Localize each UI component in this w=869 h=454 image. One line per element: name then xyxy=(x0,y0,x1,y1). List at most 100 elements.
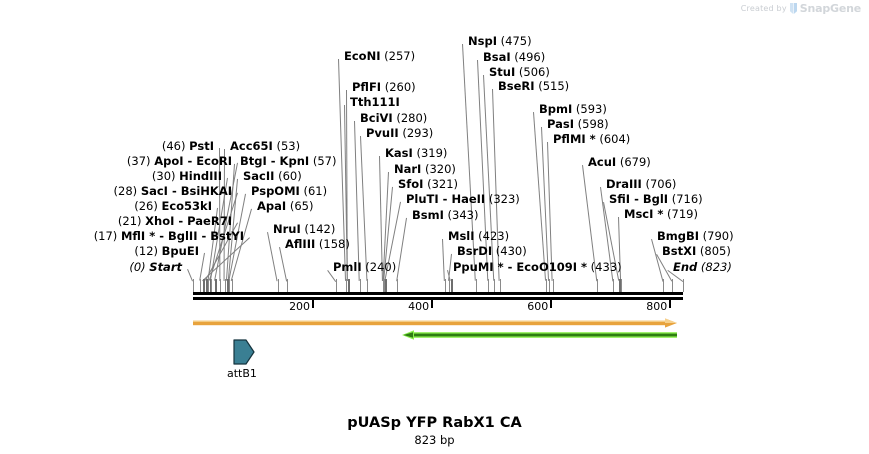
restriction-site-tick[interactable] xyxy=(278,279,279,292)
enzyme-label[interactable]: (0) Start xyxy=(0,261,182,273)
restriction-site-tick[interactable] xyxy=(445,279,446,292)
restriction-site-tick[interactable] xyxy=(672,279,673,292)
enzyme-label[interactable]: PluTI - HaeII (323) xyxy=(406,193,520,205)
enzyme-label[interactable]: BstXI (805) xyxy=(662,245,731,257)
enzyme-label[interactable]: End (823) xyxy=(673,261,732,273)
enzyme-name: PvuII xyxy=(366,126,399,140)
enzyme-label[interactable]: NruI (142) xyxy=(273,223,335,235)
restriction-site-tick[interactable] xyxy=(597,279,598,292)
enzyme-name: SfiI - BglI xyxy=(609,192,669,206)
restriction-site-tick[interactable] xyxy=(193,279,194,292)
enzyme-label[interactable]: (37) ApoI - EcoRI xyxy=(0,155,232,167)
enzyme-position: (496) xyxy=(510,50,546,64)
enzyme-label[interactable]: (30) HindIII xyxy=(0,170,222,182)
enzyme-label[interactable]: StuI (506) xyxy=(489,66,550,78)
enzyme-label[interactable]: PflFI (260) xyxy=(352,81,416,93)
enzyme-position: (321) xyxy=(423,177,459,191)
enzyme-label[interactable]: SfoI (321) xyxy=(398,178,458,190)
enzyme-label[interactable]: (21) XhoI - PaeR7I xyxy=(0,215,232,227)
enzyme-label[interactable]: DraIII (706) xyxy=(606,178,676,190)
restriction-site-tick[interactable] xyxy=(215,279,217,292)
enzyme-label[interactable]: NarI (320) xyxy=(394,163,456,175)
restriction-site-tick[interactable] xyxy=(449,279,450,292)
restriction-site-tick[interactable] xyxy=(451,279,453,292)
enzyme-label[interactable]: BsaI (496) xyxy=(483,51,545,63)
enzyme-label[interactable]: (46) PstI xyxy=(0,140,214,152)
enzyme-label[interactable]: (17) MflI * - BglII - BstYI xyxy=(0,230,244,242)
enzyme-label[interactable]: AflIII (158) xyxy=(285,238,350,250)
restriction-site-tick[interactable] xyxy=(229,279,230,292)
restriction-site-tick[interactable] xyxy=(385,279,387,292)
enzyme-label[interactable]: PflMI * (604) xyxy=(553,133,630,145)
restriction-site-tick[interactable] xyxy=(683,279,684,292)
enzyme-label[interactable]: ApaI (65) xyxy=(257,200,313,212)
enzyme-label[interactable]: BsrDI (430) xyxy=(457,245,527,257)
restriction-site-tick[interactable] xyxy=(203,279,205,292)
restriction-site-tick[interactable] xyxy=(619,279,621,292)
restriction-site-tick[interactable] xyxy=(500,279,501,292)
restriction-site-tick[interactable] xyxy=(287,279,288,292)
restriction-site-tick[interactable] xyxy=(494,279,495,292)
enzyme-label[interactable]: NspI (475) xyxy=(468,35,532,47)
ruler-label: 800 xyxy=(646,300,668,313)
enzyme-label[interactable]: PmlI (240) xyxy=(333,261,396,273)
restriction-site-tick[interactable] xyxy=(336,279,337,292)
leader-line xyxy=(267,232,278,282)
enzyme-name: Tth111I xyxy=(350,95,400,109)
restriction-site-tick[interactable] xyxy=(200,279,201,292)
enzyme-name: PpuMI * - EcoO109I * xyxy=(453,260,588,274)
restriction-site-tick[interactable] xyxy=(549,279,550,292)
restriction-site-tick[interactable] xyxy=(553,279,554,292)
enzyme-label[interactable]: Acc65I (53) xyxy=(230,140,300,152)
restriction-site-tick[interactable] xyxy=(367,279,368,292)
enzyme-label[interactable]: (26) Eco53kI xyxy=(0,200,212,212)
feature-green-arrow[interactable] xyxy=(402,325,677,340)
leader-line xyxy=(442,239,445,282)
enzyme-position: (17) xyxy=(93,229,121,243)
enzyme-label[interactable]: PvuII (293) xyxy=(366,127,433,139)
restriction-site-tick[interactable] xyxy=(211,279,212,292)
restriction-site-tick[interactable] xyxy=(346,279,347,292)
restriction-site-tick[interactable] xyxy=(397,279,398,292)
enzyme-label[interactable]: BpmI (593) xyxy=(539,103,607,115)
enzyme-label[interactable]: SfiI - BglI (716) xyxy=(609,193,703,205)
restriction-site-tick[interactable] xyxy=(384,279,385,292)
restriction-site-tick[interactable] xyxy=(546,279,547,292)
restriction-site-tick[interactable] xyxy=(476,279,477,292)
restriction-site-tick[interactable] xyxy=(348,279,350,292)
restriction-site-tick[interactable] xyxy=(208,279,209,292)
enzyme-label[interactable]: MslI (423) xyxy=(448,230,509,242)
restriction-site-tick[interactable] xyxy=(663,279,664,292)
enzyme-label[interactable]: BtgI - KpnI (57) xyxy=(240,155,336,167)
restriction-site-tick[interactable] xyxy=(383,279,384,292)
enzyme-label[interactable]: Tth111I xyxy=(350,96,400,108)
restriction-site-tick[interactable] xyxy=(613,279,614,292)
enzyme-label[interactable]: EcoNI (257) xyxy=(344,50,415,62)
enzyme-name: NruI xyxy=(273,222,301,236)
enzyme-label[interactable]: SacII (60) xyxy=(243,170,302,182)
feature-attB1-arrow[interactable] xyxy=(233,339,255,365)
enzyme-label[interactable]: BsmI (343) xyxy=(412,209,478,221)
restriction-site-tick[interactable] xyxy=(621,279,622,292)
enzyme-label[interactable]: AcuI (679) xyxy=(588,156,651,168)
enzyme-label[interactable]: KasI (319) xyxy=(385,147,447,159)
restriction-site-tick[interactable] xyxy=(232,279,233,292)
restriction-site-tick[interactable] xyxy=(227,279,229,292)
enzyme-label[interactable]: (12) BpuEI xyxy=(0,245,199,257)
enzyme-label[interactable]: BmgBI (790) xyxy=(657,230,734,242)
enzyme-label[interactable]: BciVI (280) xyxy=(360,112,427,124)
restriction-site-tick[interactable] xyxy=(488,279,489,292)
restriction-site-tick[interactable] xyxy=(206,279,208,292)
feature-orange-arrow[interactable] xyxy=(193,313,677,328)
enzyme-position: (60) xyxy=(274,169,302,183)
enzyme-label[interactable]: PpuMI * - EcoO109I * (433) xyxy=(453,261,622,273)
restriction-site-tick[interactable] xyxy=(360,279,361,292)
enzyme-label[interactable]: (28) SacI - BsiHKAI xyxy=(0,185,232,197)
restriction-site-tick[interactable] xyxy=(225,279,226,292)
restriction-site-tick[interactable] xyxy=(220,279,221,292)
enzyme-position: (46) xyxy=(161,139,190,153)
enzyme-label[interactable]: BseRI (515) xyxy=(498,80,569,92)
enzyme-label[interactable]: PasI (598) xyxy=(547,118,609,130)
enzyme-label[interactable]: MscI * (719) xyxy=(624,208,698,220)
enzyme-label[interactable]: PspOMI (61) xyxy=(251,185,327,197)
